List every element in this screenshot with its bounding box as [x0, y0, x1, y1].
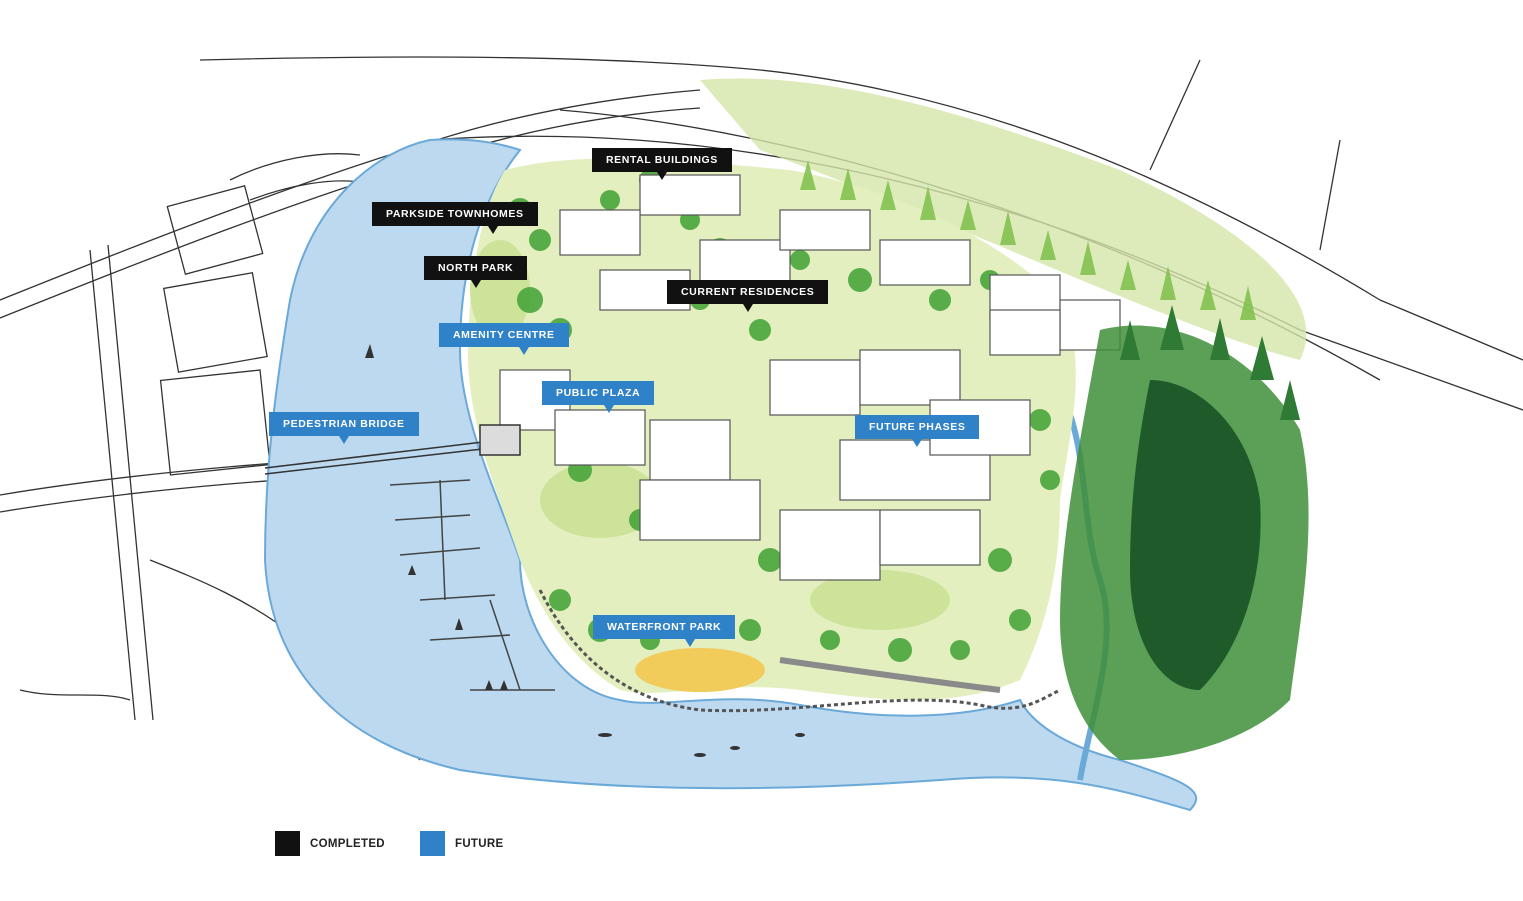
- boats: [365, 344, 805, 757]
- legend-label-completed: COMPLETED: [310, 837, 385, 850]
- legend-item-completed: COMPLETED: [275, 831, 385, 856]
- rocky-shoreline: [538, 589, 1061, 713]
- legend-item-future: FUTURE: [420, 831, 503, 856]
- callout-pedestrian-bridge[interactable]: PEDESTRIAN BRIDGE: [269, 412, 419, 444]
- waterfront-plaza: [635, 648, 1001, 693]
- greenbelt-trees: [800, 160, 1256, 320]
- callout-amenity-centre[interactable]: AMENITY CENTRE: [439, 323, 569, 355]
- callout-rental-buildings[interactable]: RENTAL BUILDINGS: [592, 148, 732, 180]
- callout-parkside-townhomes[interactable]: PARKSIDE TOWNHOMES: [372, 202, 538, 234]
- upper-greenbelt: [700, 78, 1307, 360]
- east-forest: [1060, 305, 1309, 760]
- callout-public-plaza[interactable]: PUBLIC PLAZA: [542, 381, 655, 413]
- marina-docks: [389, 479, 555, 691]
- callout-current-residences[interactable]: CURRENT RESIDENCES: [667, 280, 829, 312]
- completed-swatch: [275, 831, 300, 856]
- legend-label-future: FUTURE: [455, 837, 504, 850]
- bridge-structure: [264, 424, 521, 475]
- callout-north-park[interactable]: NORTH PARK: [424, 256, 528, 288]
- callout-future-phases[interactable]: FUTURE PHASES: [855, 415, 980, 447]
- lawns: [470, 240, 950, 630]
- waterway: [263, 138, 1197, 812]
- future-swatch: [420, 831, 445, 856]
- callout-waterfront-park[interactable]: WATERFRONT PARK: [593, 615, 736, 647]
- buildings: [499, 174, 1121, 581]
